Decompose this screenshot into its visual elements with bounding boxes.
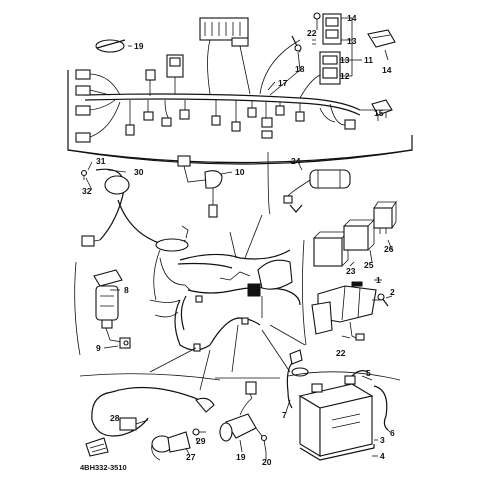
callout-2: 2 — [390, 287, 395, 297]
callout-1: 1 — [376, 275, 381, 285]
mounting-tab — [85, 437, 109, 457]
callout-11: 11 — [364, 55, 373, 65]
callout-14-cover: 14 — [382, 65, 392, 75]
clamp — [291, 35, 302, 53]
wire-band — [95, 39, 126, 53]
starter-relay — [311, 281, 380, 341]
callout-33: 32 — [82, 186, 92, 196]
callout-labels: 19 14 13 13 11 12 14 15 17 18 22 10 24 2… — [82, 13, 395, 467]
leader-lines — [85, 17, 393, 460]
breather-pipe — [373, 385, 389, 431]
callout-15: 15 — [374, 108, 384, 118]
callout-10: 10 — [235, 167, 245, 177]
screw — [80, 169, 88, 180]
starter-motor-assy — [93, 269, 131, 349]
callout-25: 24 — [291, 156, 301, 166]
left-bracket — [74, 261, 81, 356]
callout-13: 13 — [340, 55, 350, 65]
callout-30: 29 — [196, 436, 206, 446]
bolt — [377, 293, 389, 307]
bottom-right-bracket — [287, 371, 401, 381]
callout-19: 19 — [134, 41, 144, 51]
section-divider — [67, 149, 413, 165]
clip — [192, 428, 206, 436]
callout-18: 18 — [295, 64, 305, 74]
callout-14-fuse: 14 — [347, 13, 357, 23]
callout-12: 12 — [340, 71, 350, 81]
coil-bracket — [267, 151, 271, 215]
main-wire-harness — [67, 17, 413, 164]
relay-bracket — [302, 239, 307, 346]
ignition-coil — [283, 169, 351, 213]
diagram-code: 4BH332-3510 — [80, 463, 127, 472]
battery-cable — [286, 349, 303, 409]
starter-motor — [219, 381, 263, 442]
bolt-small — [260, 434, 268, 453]
callout-24: 23 — [346, 266, 356, 276]
battery — [298, 375, 374, 457]
fuse-box — [312, 12, 342, 85]
callout-20: 19 — [236, 452, 246, 462]
bottom-left-bracket — [79, 373, 221, 381]
callout-3: 3 — [380, 435, 385, 445]
callout-13-upper: 13 — [347, 36, 357, 46]
callout-6: 6 — [390, 428, 395, 438]
callout-28: 27 — [186, 452, 196, 462]
sub-wire-harness — [81, 168, 189, 252]
sensor-unit — [151, 431, 191, 461]
relay-group — [313, 200, 397, 267]
callout-17: 17 — [278, 78, 288, 88]
callout-29: 28 — [110, 413, 120, 423]
callout-32: 31 — [96, 156, 106, 166]
callout-21: 20 — [262, 457, 272, 467]
callout-7: 7 — [282, 410, 287, 420]
frame-outline — [153, 249, 161, 301]
callout-31: 30 — [134, 167, 144, 177]
callout-4: 4 — [380, 451, 385, 461]
callout-27: 26 — [384, 244, 394, 254]
battery-band — [291, 367, 369, 377]
frame-harness — [149, 214, 306, 391]
callout-5: 5 — [366, 368, 371, 378]
speed-sensor-cable — [91, 386, 215, 437]
callout-26: 25 — [364, 260, 374, 270]
callout-8: 8 — [124, 285, 129, 295]
callout-23: 22 — [336, 348, 346, 358]
callout-9: 9 — [96, 343, 101, 353]
battery-tray — [299, 444, 375, 461]
fuse-cover — [367, 29, 396, 48]
callout-22: 22 — [307, 28, 317, 38]
main-switch — [177, 155, 223, 218]
